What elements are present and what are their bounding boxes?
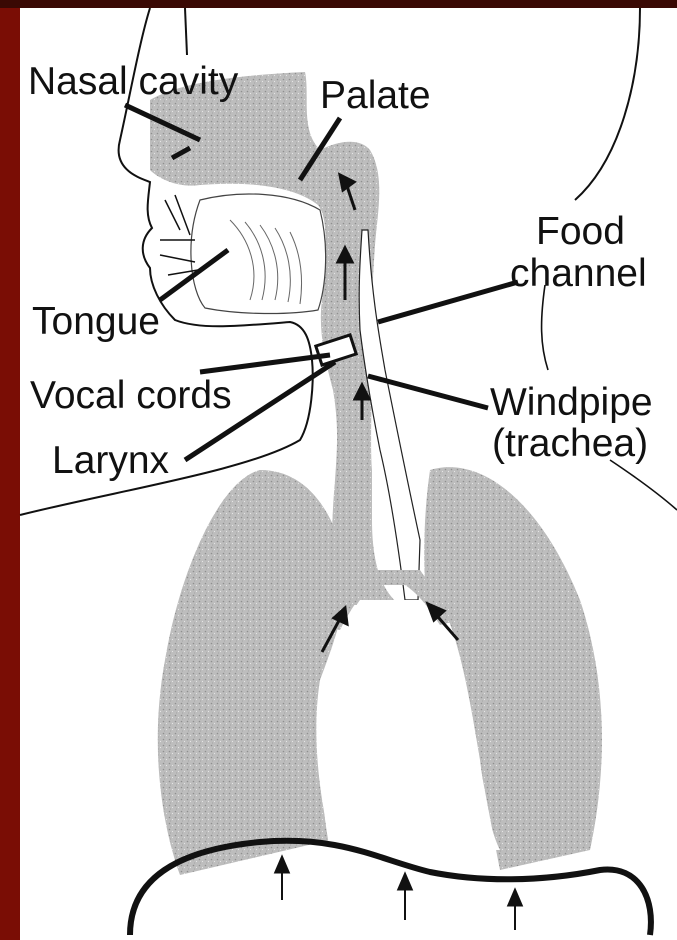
label-food-channel-line2: channel	[510, 254, 647, 293]
head-top-line	[185, 8, 187, 55]
label-nasal-cavity: Nasal cavity	[28, 62, 238, 101]
frame-top-border	[0, 0, 677, 8]
outer-neck-curve	[575, 8, 640, 200]
label-food-channel-line1: Food	[536, 212, 625, 251]
label-windpipe: Windpipe	[490, 383, 653, 422]
label-palate: Palate	[320, 76, 431, 115]
label-tongue: Tongue	[32, 302, 160, 341]
label-trachea: (trachea)	[492, 424, 648, 463]
mouth-cavity	[191, 194, 326, 314]
label-vocal-cords: Vocal cords	[30, 376, 232, 415]
label-larynx: Larynx	[52, 441, 169, 480]
left-lung	[158, 470, 346, 875]
frame-left-border	[0, 0, 20, 940]
